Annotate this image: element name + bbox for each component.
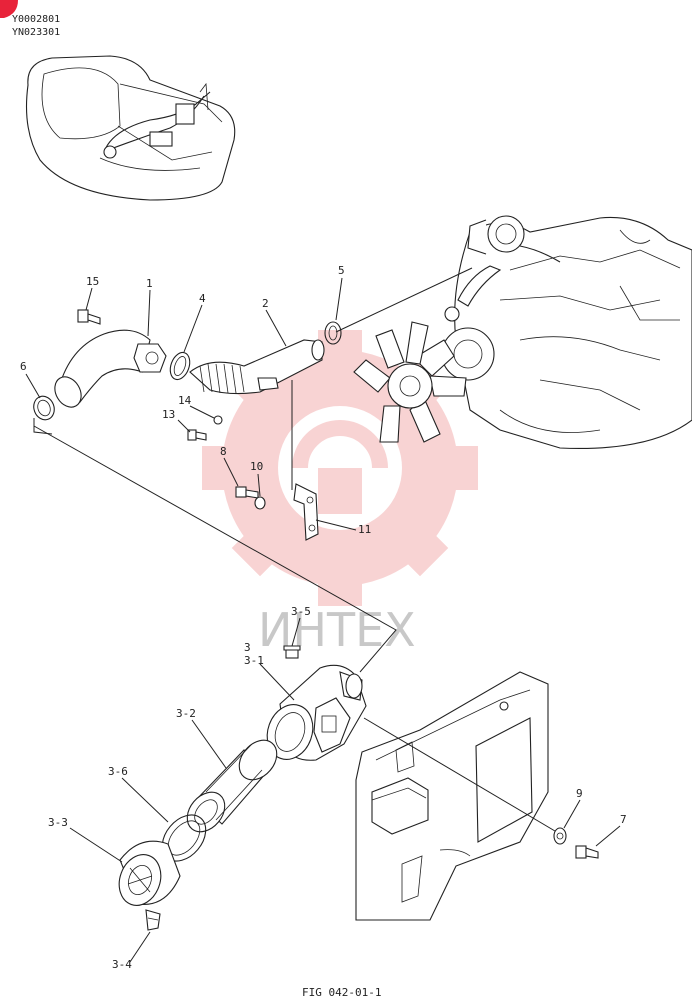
part-6-clamp: [33, 395, 55, 421]
part-9-washer: [553, 827, 567, 845]
part-14-nut: [213, 415, 223, 425]
callout-3-3: 3-3: [48, 816, 68, 829]
header-code-2: YN023301: [12, 27, 60, 38]
callout-3: 3: [244, 641, 251, 654]
watermark-text: ИНТЕХ: [258, 603, 416, 657]
callout-leaders: [25, 277, 621, 963]
callout-4: 4: [199, 292, 206, 305]
callout-3-4: 3-4: [112, 958, 132, 971]
part-11-stay: [293, 483, 319, 541]
callout-2: 2: [262, 297, 269, 310]
callout-15: 15: [86, 275, 99, 288]
callout-9: 9: [576, 787, 583, 800]
part-3-3-cap: [118, 840, 181, 906]
callout-13: 13: [162, 408, 175, 421]
part-1-hose-elbow: [54, 329, 167, 408]
part-3-4-valve: [145, 909, 161, 931]
callout-1: 1: [146, 277, 153, 290]
callout-3-2: 3-2: [176, 707, 196, 720]
part-3-5-indicator: [283, 645, 301, 659]
overview-inset: [25, 55, 236, 201]
leader-lines: [33, 267, 561, 835]
part-7-bolt: [575, 845, 599, 859]
cooling-fan: [353, 321, 467, 443]
callout-5: 5: [338, 264, 345, 277]
part-3-1-air-cleaner-body: [266, 664, 367, 761]
part-15-bolt: [77, 309, 101, 325]
callout-10: 10: [250, 460, 263, 473]
part-8-bolt: [235, 486, 259, 499]
part-5-clamp: [324, 321, 342, 345]
corner-marker: [0, 0, 18, 18]
figure-number: FIG 042-01-1: [302, 986, 381, 999]
engine-assembly: [441, 215, 692, 449]
part-2-intake-tube: [189, 339, 325, 395]
callout-6: 6: [20, 360, 27, 373]
callout-labels: 15 1 4 2 5 6 14 13 8 10 11 3-5 3 3-1 3-2…: [20, 264, 627, 971]
part-10-washer: [254, 496, 266, 510]
callout-3-5: 3-5: [291, 605, 311, 618]
callout-11: 11: [358, 523, 371, 536]
callout-8: 8: [220, 445, 227, 458]
callout-3-1: 3-1: [244, 654, 264, 667]
side-panel: [355, 671, 549, 921]
part-4-clamp: [169, 351, 191, 381]
part-13-bolt: [187, 429, 207, 441]
part-3-2-filter-element: [186, 739, 278, 833]
header-code-1: Y0002801: [12, 14, 60, 25]
callout-14: 14: [178, 394, 192, 407]
callout-7: 7: [620, 813, 627, 826]
callout-3-6: 3-6: [108, 765, 128, 778]
